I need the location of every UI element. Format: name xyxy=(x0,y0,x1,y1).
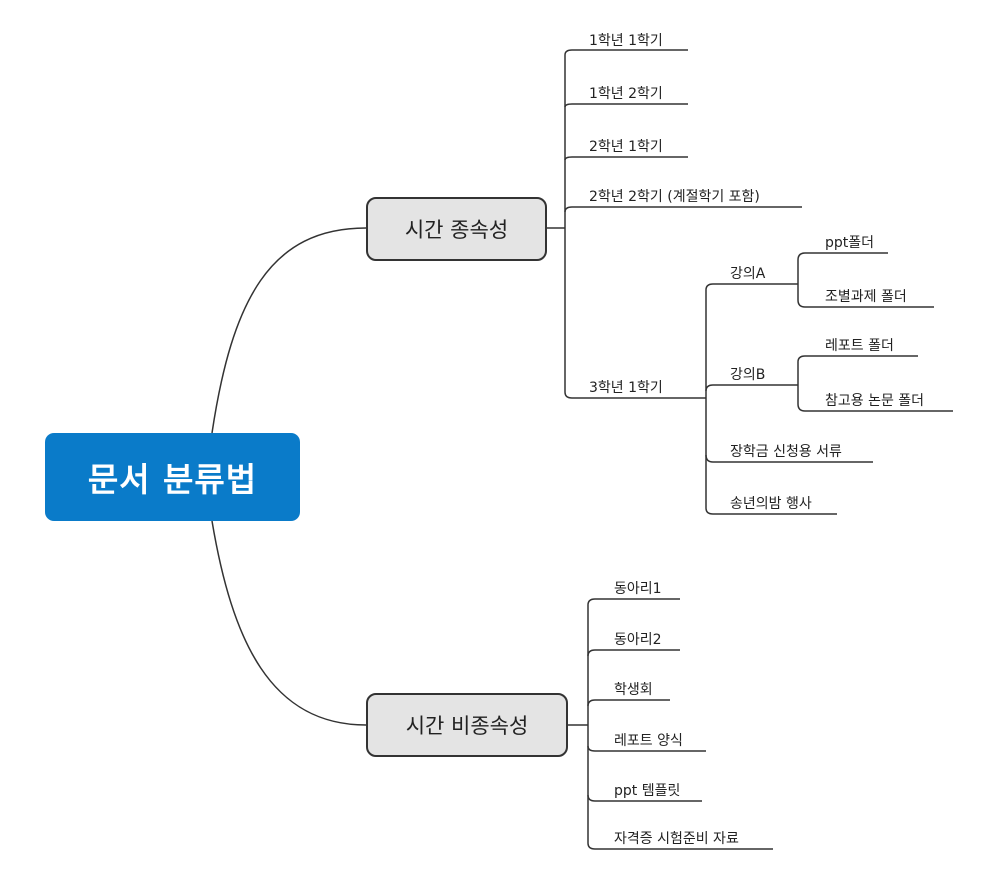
underline-club1 xyxy=(587,598,680,606)
leaf-node[interactable]: 1학년 1학기 xyxy=(589,33,663,49)
leaf-node[interactable]: 자격증 시험준비 자료 xyxy=(614,831,739,847)
leaf-node[interactable]: 학생회 xyxy=(614,682,653,698)
underline-yearend xyxy=(705,507,837,515)
leaf-node[interactable]: 송년의밤 행사 xyxy=(730,496,812,512)
underline-ppt-folder xyxy=(797,252,888,261)
leaf-node[interactable]: 동아리1 xyxy=(614,581,662,597)
subtopic-node[interactable]: 3학년 1학기 xyxy=(589,380,663,396)
leaf-node[interactable]: 레포트 폴더 xyxy=(825,338,894,354)
root-label: 문서 분류법 xyxy=(87,460,258,499)
root-to-topic2-line xyxy=(211,520,367,726)
leaf-node[interactable]: 2학년 2학기 (계절학기 포함) xyxy=(589,189,760,205)
leaf-node[interactable]: 참고용 논문 폴더 xyxy=(825,393,925,409)
underline-1-1 xyxy=(564,49,688,56)
topic-label: 시간 비종속성 xyxy=(405,714,529,738)
underline-report-folder xyxy=(797,355,918,363)
underline-club2 xyxy=(587,649,680,657)
underline-ppt-template xyxy=(587,794,702,802)
subtopic-node[interactable]: 강의B xyxy=(730,367,766,383)
topic-label: 시간 종속성 xyxy=(404,218,509,242)
leaf-node[interactable]: 레포트 양식 xyxy=(614,733,683,749)
topic-node-time-independent[interactable]: 시간 비종속성 xyxy=(366,693,568,757)
underline-paper-folder xyxy=(797,403,953,412)
root-to-topic1-line xyxy=(211,227,367,434)
leaf-node[interactable]: ppt폴더 xyxy=(825,235,875,251)
leaf-node[interactable]: 조별과제 폴더 xyxy=(825,289,907,305)
underline-3-1 xyxy=(564,391,706,399)
subtopic-node[interactable]: 강의A xyxy=(730,266,766,282)
underline-council xyxy=(587,699,670,707)
underline-lecA xyxy=(705,283,798,291)
leaf-node[interactable]: 장학금 신청용 서류 xyxy=(730,444,842,460)
underline-scholarship xyxy=(705,454,873,463)
root-node[interactable]: 문서 분류법 xyxy=(45,433,300,521)
underline-2-2 xyxy=(564,206,802,213)
underline-report-form xyxy=(587,745,706,752)
underline-2-1 xyxy=(564,156,688,161)
underline-lecB xyxy=(705,384,798,392)
leaf-node[interactable]: 1학년 2학기 xyxy=(589,86,663,102)
leaf-node[interactable]: 동아리2 xyxy=(614,632,662,648)
underline-team-folder xyxy=(797,299,934,308)
topic-node-time-dependent[interactable]: 시간 종속성 xyxy=(366,197,547,261)
leaf-node[interactable]: 2학년 1학기 xyxy=(589,139,663,155)
underline-1-2 xyxy=(564,103,688,108)
leaf-node[interactable]: ppt 템플릿 xyxy=(614,783,681,799)
underline-cert xyxy=(587,842,773,850)
